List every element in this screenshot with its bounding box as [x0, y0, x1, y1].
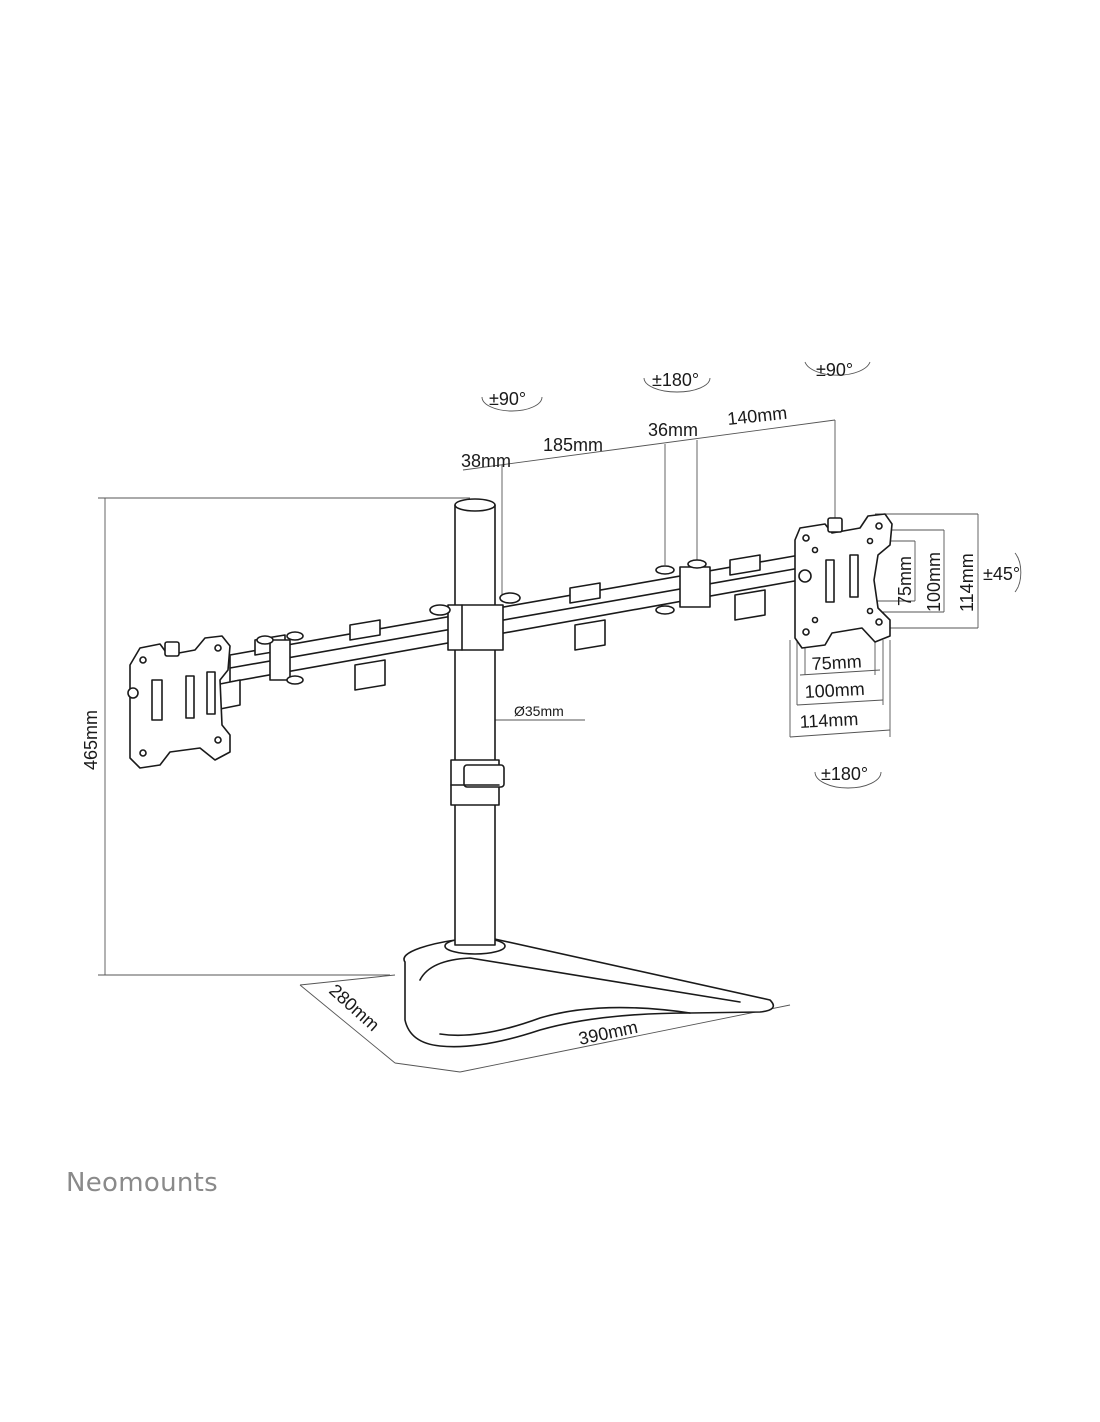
vesa-plate-left	[127, 635, 231, 769]
dim-465mm: 465mm	[81, 710, 101, 770]
pole	[450, 498, 505, 946]
rotation-arrow-icon	[814, 771, 882, 789]
dim-vesa-v114: 114mm	[957, 553, 977, 612]
rotation-tilt: ±45°	[983, 564, 1020, 584]
rotation-arm-left: ±90°	[489, 389, 526, 409]
dim-pole-diameter: Ø35mm	[514, 703, 564, 719]
rotation-arrow-icon	[481, 396, 543, 412]
rotation-arm-mid: ±180°	[652, 370, 699, 390]
dim-280mm: 280mm	[325, 980, 383, 1035]
dim-36mm: 36mm	[648, 420, 698, 440]
vesa-plate-right	[794, 513, 893, 649]
rotation-arrow-icon	[804, 361, 871, 376]
rotation-arrow-icon	[1014, 552, 1022, 593]
dim-vesa-v75: 75mm	[895, 556, 915, 606]
rotation-arcs	[481, 361, 1022, 789]
dim-390mm: 390mm	[577, 1017, 640, 1049]
dim-185mm: 185mm	[543, 435, 603, 455]
dim-140mm: 140mm	[726, 403, 788, 429]
dim-vesa-h114: 114mm	[799, 709, 859, 732]
rotation-arrow-icon	[643, 377, 711, 393]
dim-vesa-v100: 100mm	[924, 552, 944, 612]
rotation-arm-right: ±90°	[816, 360, 853, 380]
dimension-lines	[98, 419, 979, 1073]
brand-logo: Neomounts	[66, 1168, 218, 1198]
arm	[214, 554, 801, 711]
dim-vesa-h100: 100mm	[804, 679, 865, 702]
dim-vesa-h75: 75mm	[811, 651, 862, 674]
dim-38mm: 38mm	[461, 451, 511, 471]
rotation-swivel: ±180°	[821, 764, 868, 784]
